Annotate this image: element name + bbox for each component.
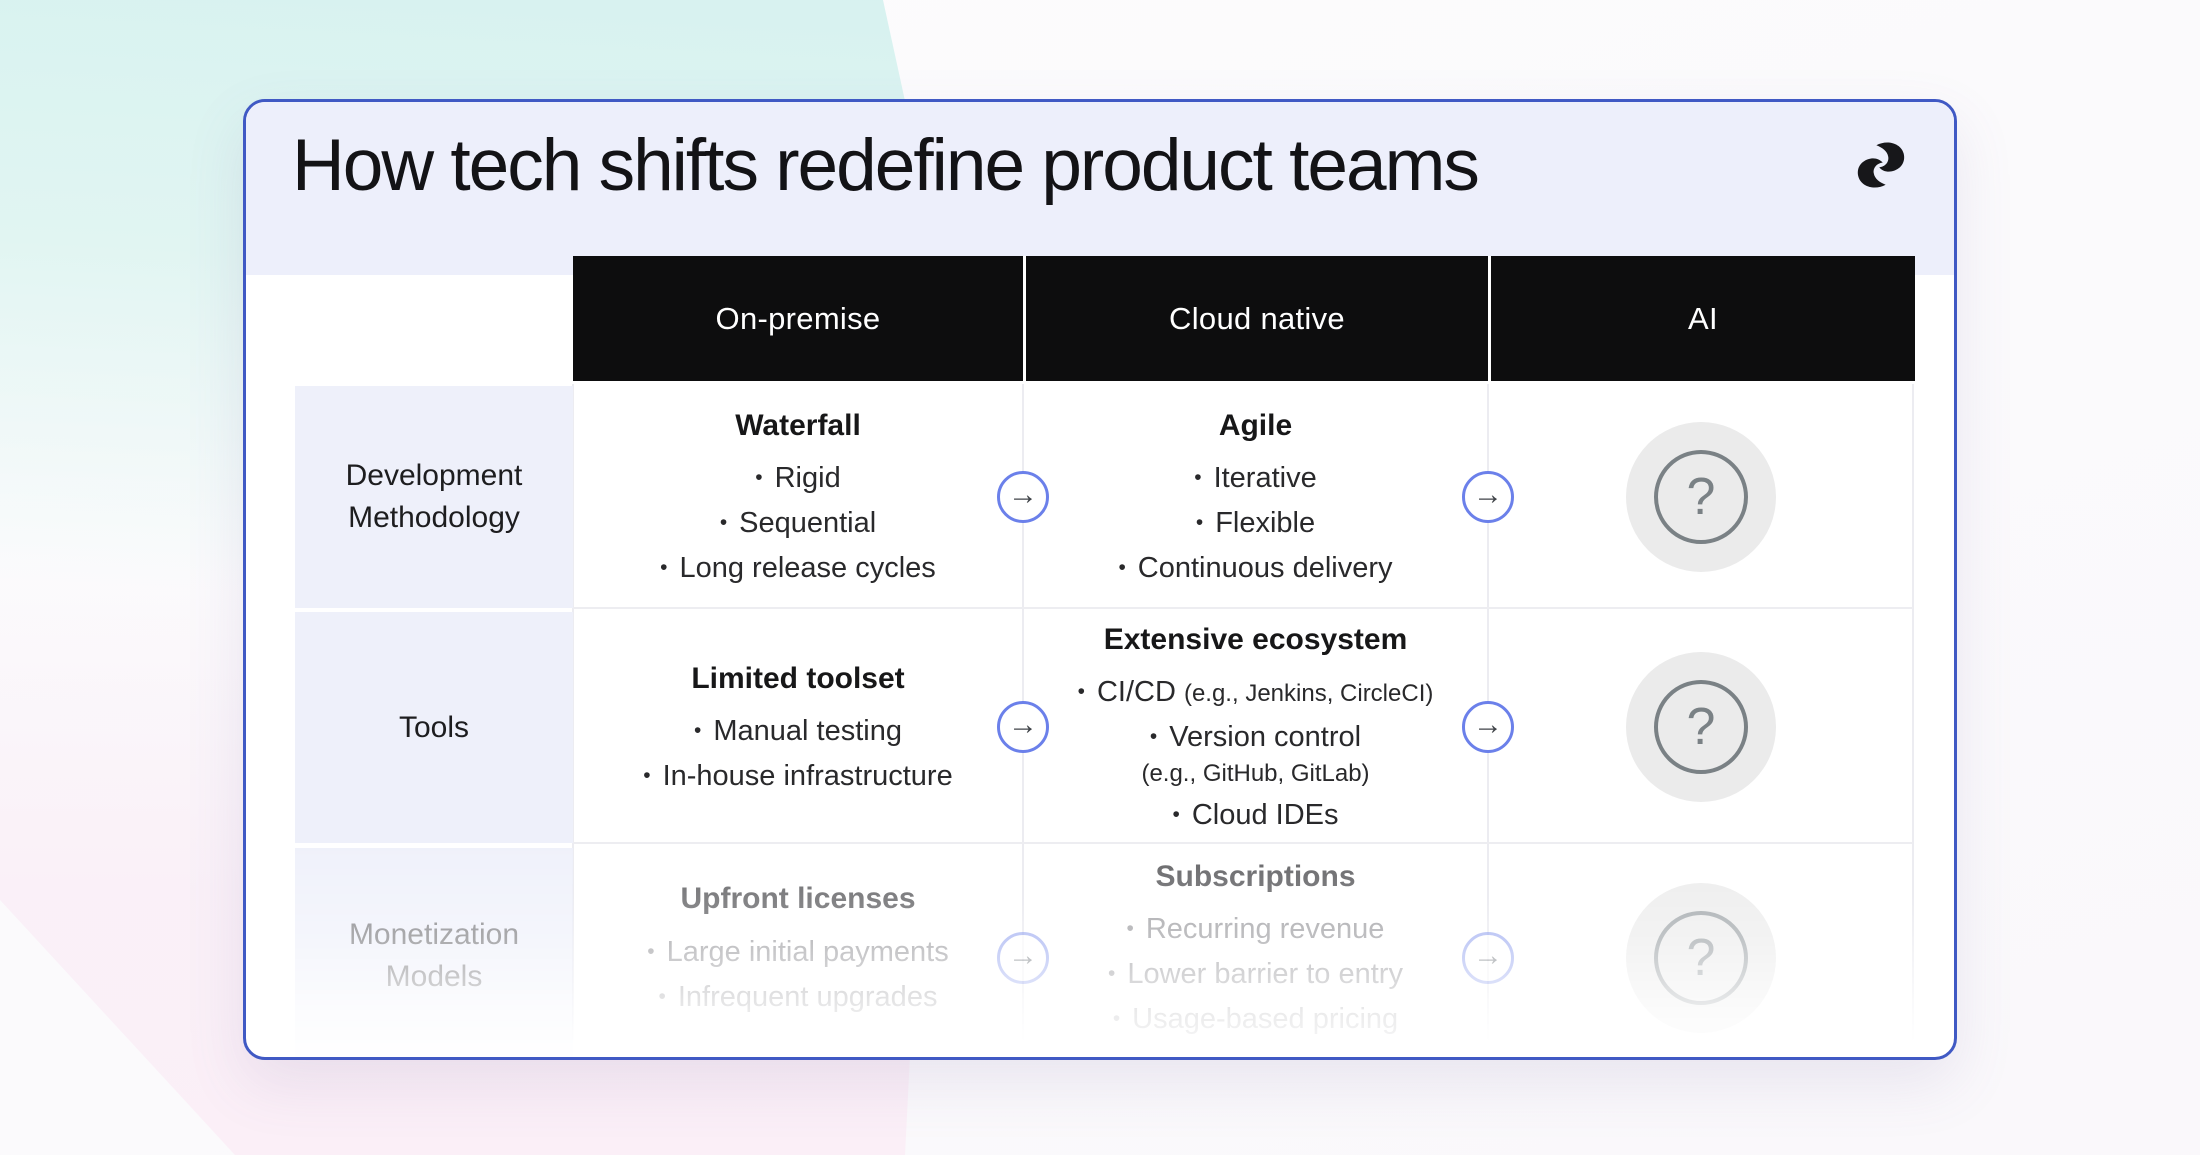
cell-heading: Extensive ecosystem [1103, 622, 1408, 656]
bullet-item: Flexible [1196, 505, 1315, 542]
bullet-item: Sequential [720, 505, 876, 542]
cell-tools-cloud-native: Extensive ecosystem CI/CD (e.g., Jenkins… [1025, 612, 1486, 843]
header-separator [1023, 256, 1026, 381]
bullet-item: Large initial payments [647, 934, 949, 971]
bullet-item: Cloud IDEs [1173, 797, 1339, 834]
table-header-row: On-premise Cloud native AI [573, 256, 1915, 381]
column-header-cloud-native: Cloud native [1169, 300, 1345, 336]
arrow-icon: → [1462, 701, 1514, 753]
arrow-icon: → [1462, 932, 1514, 984]
bullet-item: Usage-based pricing [1113, 1001, 1398, 1038]
cell-heading: Limited toolset [691, 661, 905, 695]
cell-heading: Waterfall [735, 408, 861, 442]
question-mark-icon: ? [1626, 652, 1776, 802]
bullet-item: Infrequent upgrades [659, 979, 938, 1016]
row-label-development-methodology: Development Methodology [295, 386, 573, 608]
bullet-item: Rigid [755, 460, 841, 497]
page-title: How tech shifts redefine product teams [292, 125, 1480, 206]
cell-dev-cloud-native: Agile Iterative Flexible Continuous deli… [1025, 386, 1486, 608]
bullet-item: Iterative [1194, 460, 1317, 497]
bullet-item: Continuous delivery [1118, 550, 1393, 587]
bullet-item: Long release cycles [660, 550, 935, 587]
header-separator [1488, 256, 1491, 381]
arrow-icon: → [997, 932, 1049, 984]
cell-monetization-on-premise: Upfront licenses Large initial payments … [575, 848, 1021, 1048]
row-label-monetization-models: Monetization Models [295, 848, 573, 1057]
cell-monetization-cloud-native: Subscriptions Recurring revenue Lower ba… [1025, 848, 1486, 1048]
grid-line-horizontal [573, 842, 1913, 844]
bullet-item: In-house infrastructure [643, 758, 953, 795]
bullet-item: CI/CD (e.g., Jenkins, CircleCI) [1078, 674, 1434, 711]
cell-dev-on-premise: Waterfall Rigid Sequential Long release … [575, 386, 1021, 608]
row-label-tools: Tools [295, 612, 573, 843]
infographic-card: How tech shifts redefine product teams O… [243, 99, 1957, 1060]
bullet-item: Lower barrier to entry [1108, 956, 1403, 993]
bullet-item: Version control [1150, 719, 1361, 756]
card-header-band [246, 102, 1954, 275]
cell-heading: Subscriptions [1155, 859, 1356, 893]
grid-line-vertical [1912, 384, 1914, 1056]
cell-heading: Upfront licenses [680, 882, 916, 916]
comparison-table: On-premise Cloud native AI Development M… [295, 256, 1915, 1057]
grid-line-vertical [572, 384, 574, 1056]
arrow-icon: → [997, 701, 1049, 753]
bullet-item: Manual testing [694, 713, 902, 750]
cell-tools-on-premise: Limited toolset Manual testing In-house … [575, 612, 1021, 843]
bullet-note: (e.g., Jenkins, CircleCI) [1183, 680, 1434, 708]
grid-line-horizontal [573, 607, 1913, 609]
arrow-icon: → [1462, 471, 1514, 523]
recraft-logo-icon [1857, 142, 1905, 188]
arrow-icon: → [997, 471, 1049, 523]
question-mark-icon: ? [1626, 422, 1776, 572]
column-header-ai: AI [1688, 300, 1718, 336]
bullet-note: (e.g., GitHub, GitLab) [1141, 760, 1370, 788]
question-mark-icon: ? [1626, 883, 1776, 1033]
bullet-item: Recurring revenue [1127, 911, 1385, 948]
table-row-faded: Monetization Models Upfront licenses Lar… [295, 848, 1915, 1057]
column-header-on-premise: On-premise [715, 300, 881, 336]
cell-heading: Agile [1218, 408, 1293, 442]
